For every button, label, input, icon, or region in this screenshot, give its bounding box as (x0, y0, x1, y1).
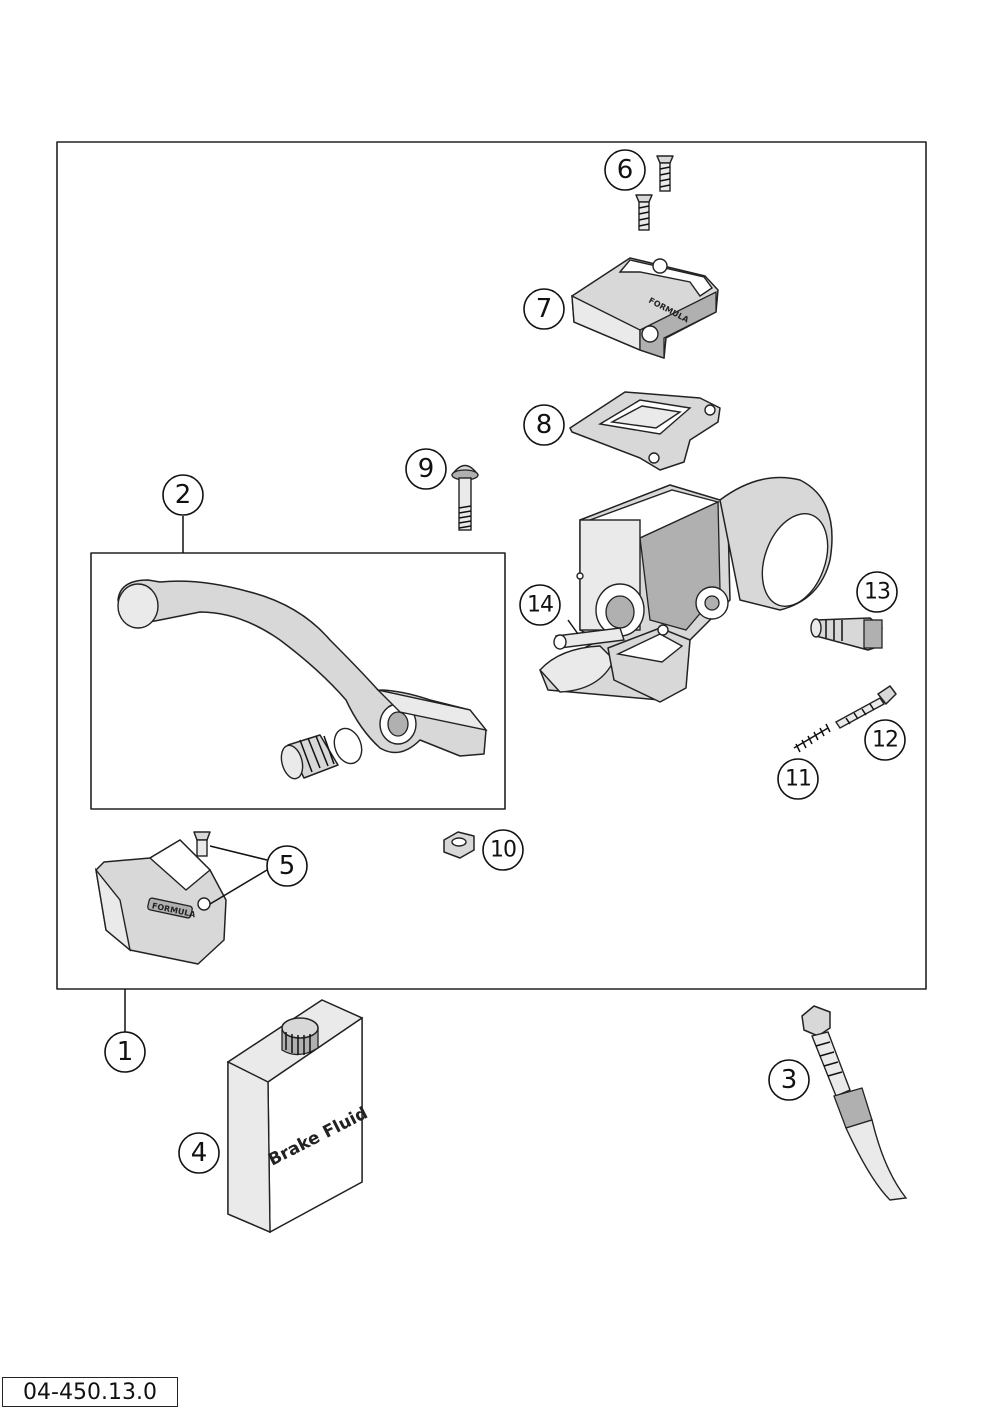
callout-number: 4 (191, 1138, 208, 1168)
callout-7: 7 (523, 288, 565, 330)
part-3-brake-hose (801, 1005, 908, 1201)
callout-10: 10 (482, 829, 524, 871)
callout-number: 1 (117, 1037, 134, 1067)
callout-number: 12 (872, 728, 898, 753)
callout-number: 3 (781, 1065, 798, 1095)
lever-pin-and-bushing (280, 727, 363, 780)
callout-4: 4 (178, 1132, 220, 1174)
callout-13: 13 (856, 571, 898, 613)
callout-8: 8 (523, 404, 565, 446)
part-5-clamp: FORMULA (94, 831, 227, 965)
part-7-reservoir-cover: FORMULA (571, 257, 719, 359)
part-11-spring (793, 723, 831, 753)
callout-number: 11 (785, 767, 811, 792)
callout-number: 9 (418, 454, 435, 484)
callout-5: 5 (266, 845, 308, 887)
part-2-brake-lever (117, 579, 488, 757)
callout-number: 7 (536, 294, 553, 324)
callout-number: 8 (536, 410, 553, 440)
part-6-screws (635, 155, 674, 231)
lever-subassembly-frame (90, 552, 506, 810)
callout-1: 1 (104, 1031, 146, 1073)
leader-lines (124, 516, 579, 1032)
part-8-diaphragm (569, 391, 721, 471)
callout-3: 3 (768, 1059, 810, 1101)
callout-11: 11 (777, 758, 819, 800)
callout-14: 14 (519, 584, 561, 626)
callout-12: 12 (864, 719, 906, 761)
master-cylinder-body (539, 476, 833, 703)
callout-number: 13 (864, 580, 890, 605)
callout-number: 6 (617, 155, 634, 185)
part-9-pivot-bolt (451, 464, 479, 531)
diagram-reference-code: 04-450.13.0 (2, 1377, 178, 1407)
callout-number: 5 (279, 851, 296, 881)
assembly-frame (56, 141, 927, 990)
callout-number: 2 (175, 480, 192, 510)
callout-2: 2 (162, 474, 204, 516)
callout-9: 9 (405, 448, 447, 490)
part-13-adjuster (810, 617, 883, 651)
callout-number: 10 (490, 838, 516, 863)
part-12-screw (834, 685, 897, 729)
callout-6: 6 (604, 149, 646, 191)
part-10-nut (443, 831, 475, 859)
callout-number: 14 (527, 593, 553, 618)
part-4-brake-fluid-container: Brake Fluid (226, 999, 371, 1234)
